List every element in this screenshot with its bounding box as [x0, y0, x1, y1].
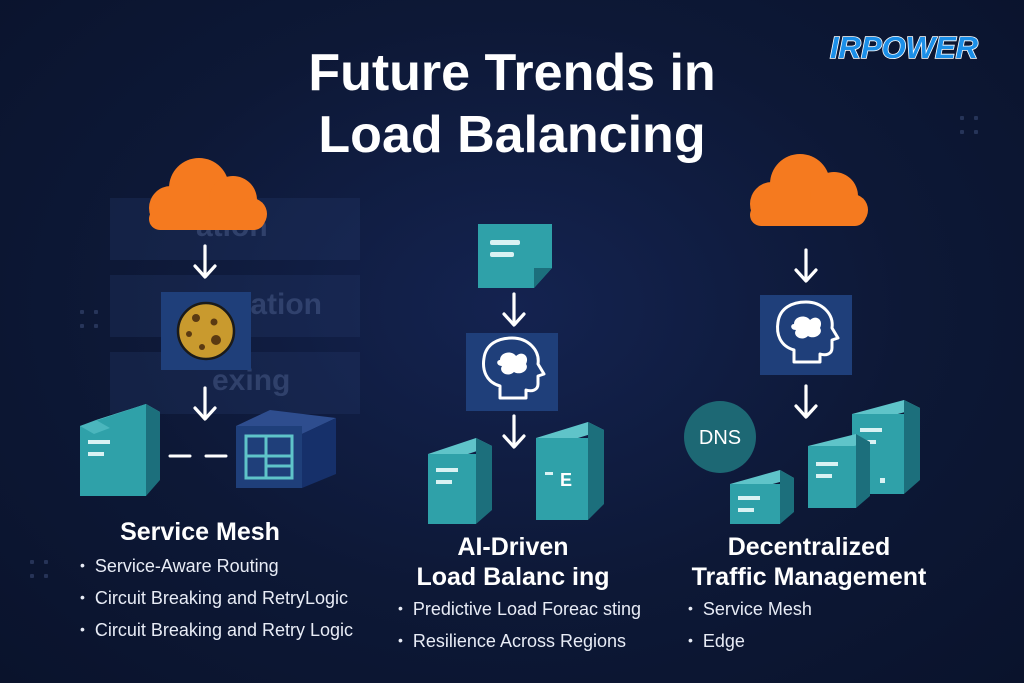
logo-text: IRPOWER [830, 30, 979, 65]
service-mesh-bullets: Service-Aware Routing Circuit Breaking a… [80, 551, 353, 647]
ai-driven-bullets: Predictive Load Foreac sting Resilience … [398, 594, 641, 658]
bullet-item: Circuit Breaking and RetryLogic [80, 583, 353, 615]
title-line-1: Decentralized [727, 533, 891, 561]
dns-badge: DNS [684, 401, 756, 473]
title-line-2: Load Balanc ing [416, 563, 610, 591]
server-icon [428, 438, 492, 524]
server-icon [852, 400, 920, 494]
bullet-item: Predictive Load Foreac sting [398, 594, 641, 626]
arrow-down-icon [502, 414, 526, 449]
server-icon: E [536, 422, 604, 520]
page-title: Future Trends in Load Balancing [0, 42, 1024, 166]
cookie-icon [161, 292, 251, 370]
dns-label: DNS [699, 427, 741, 449]
document-icon [478, 224, 552, 288]
bullet-item: Service Mesh [688, 594, 812, 626]
arrow-down-icon [794, 248, 818, 283]
bullet-item: Circuit Breaking and Retry Logic [80, 615, 353, 647]
title-line-2: Load Balancing [318, 106, 706, 164]
ai-driven-title: AI-Driven Load Balanc ing [400, 532, 626, 592]
arrow-down-icon [502, 292, 526, 327]
brain-head-icon [466, 333, 558, 411]
title-line-2: Traffic Management [691, 563, 927, 591]
irpower-logo: IRPOWER [829, 29, 979, 66]
title-line-1: AI-Driven [457, 533, 569, 561]
title-line-1: Future Trends in [308, 44, 716, 102]
cloud-icon [149, 158, 267, 230]
server-icon [808, 434, 870, 508]
brain-head-icon [760, 295, 852, 375]
server-label: E [560, 470, 572, 490]
arrow-down-icon [193, 386, 217, 421]
bullet-item: Service-Aware Routing [80, 551, 353, 583]
decentralized-bullets: Service Mesh Edge [688, 594, 812, 658]
server-icon [730, 470, 794, 524]
bullet-item: Resilience Across Regions [398, 626, 641, 658]
bullet-item: Edge [688, 626, 812, 658]
arrow-down-icon [193, 244, 217, 279]
cloud-icon [750, 154, 868, 226]
server-icon [80, 404, 160, 496]
service-mesh-title: Service Mesh [120, 518, 280, 546]
grid-box-icon [236, 410, 336, 488]
arrow-down-icon [794, 384, 818, 419]
decentralized-title: Decentralized Traffic Management [674, 532, 944, 592]
